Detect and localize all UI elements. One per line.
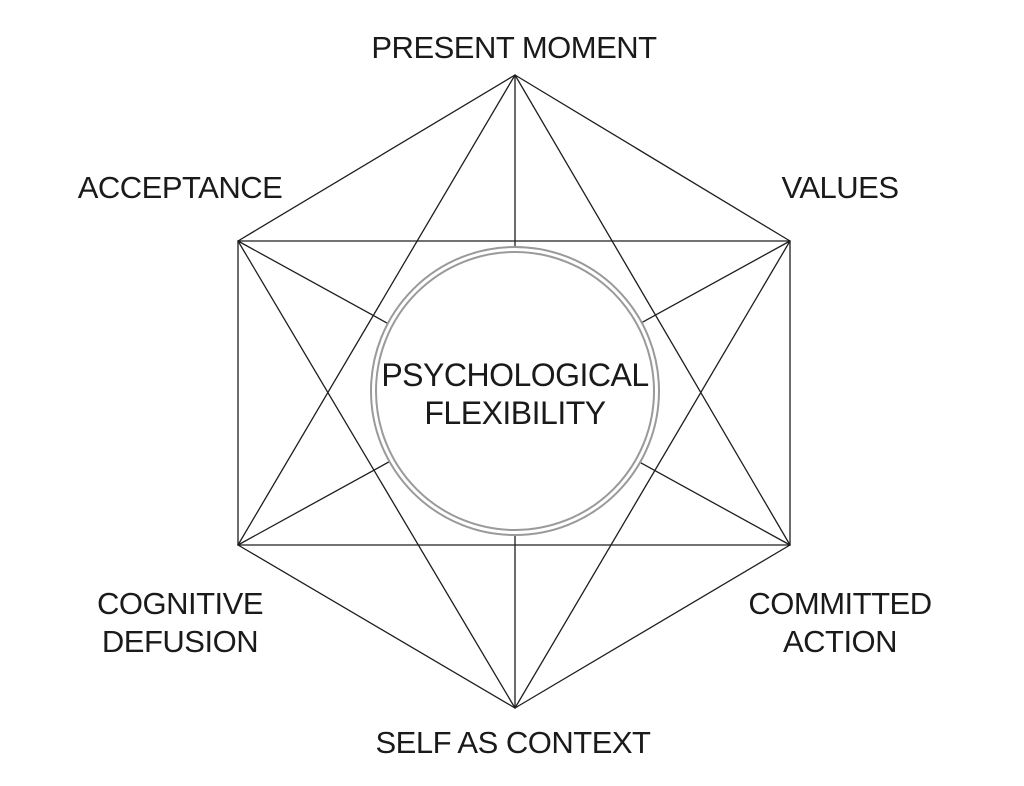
label-present-moment: PRESENT MOMENT <box>371 30 657 65</box>
edge-lr-ul-b <box>636 460 791 546</box>
center-hub: PSYCHOLOGICAL FLEXIBILITY <box>370 246 660 536</box>
center-circle-outer <box>370 246 660 536</box>
label-committed-action-line1: COMMITTED <box>748 586 931 621</box>
edge-top-ul <box>237 74 516 242</box>
edge-bot-lr <box>514 544 791 709</box>
edge-lr-ul <box>237 240 392 326</box>
label-self-as-context: SELF AS CONTEXT <box>375 725 651 760</box>
center-label-line1: PSYCHOLOGICAL <box>381 357 648 393</box>
center-circle-inner <box>375 251 655 531</box>
connection-lines <box>237 74 791 709</box>
label-committed-action-line2: ACTION <box>783 624 897 659</box>
edge-bot-ll <box>237 544 516 709</box>
label-cognitive-defusion-line2: DEFUSION <box>102 624 258 659</box>
label-cognitive-defusion-line1: COGNITIVE <box>97 586 263 621</box>
label-values: VALUES <box>781 170 898 205</box>
edge-ll-top <box>237 74 516 546</box>
edge-top-ur <box>514 74 791 242</box>
node-labels: PRESENT MOMENT VALUES COMMITTED ACTION S… <box>78 30 932 760</box>
center-label-line2: FLEXIBILITY <box>424 395 605 431</box>
edge-lr-top <box>514 74 791 546</box>
edge-bot-ul <box>237 240 516 709</box>
edge-ll-ur-b <box>237 459 393 546</box>
label-acceptance: ACCEPTANCE <box>78 170 283 205</box>
edge-ll-ur <box>638 240 791 325</box>
edge-bot-ur <box>514 240 791 709</box>
